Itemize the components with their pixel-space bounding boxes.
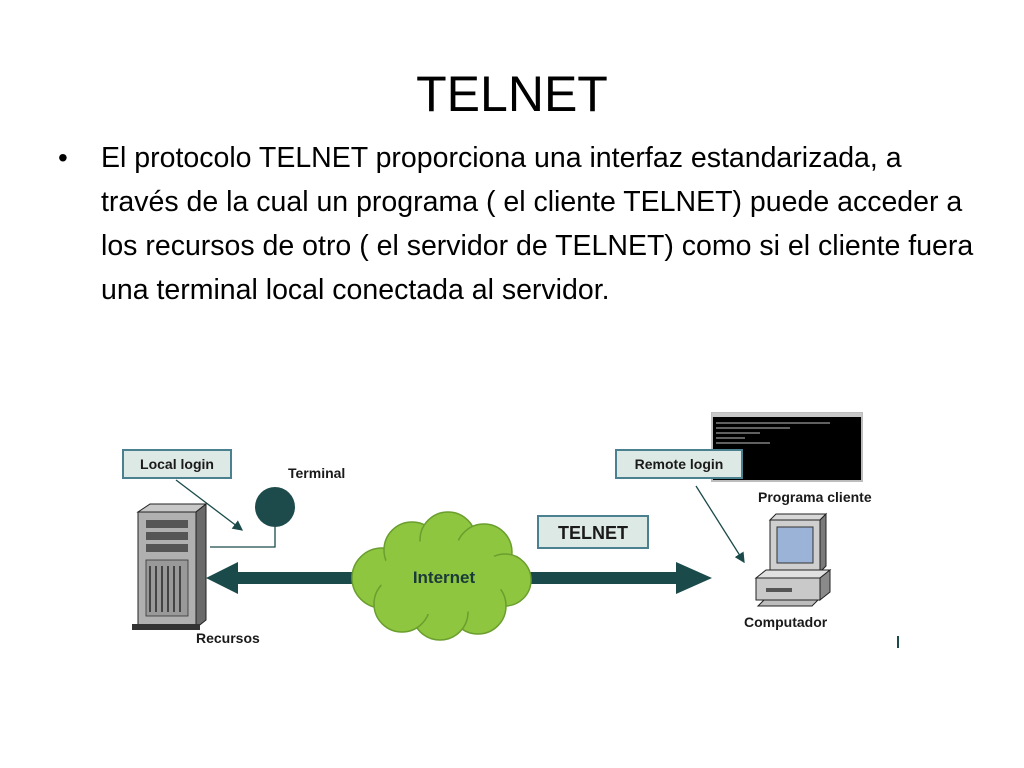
local-login-label: Local login [122,449,232,479]
local-login-text: Local login [140,456,214,472]
terminal-connector [210,527,276,548]
left-arrow [206,562,372,594]
bullet-text: El protocolo TELNET proporciona una inte… [101,142,974,306]
right-arrow [518,562,712,594]
desktop-computer-icon [754,512,832,607]
telnet-label-text: TELNET [558,523,628,543]
local-login-pointer [175,479,244,531]
bullet-item: • El protocolo TELNET proporciona una in… [58,136,978,312]
computador-label: Computador [744,614,828,630]
server-tower-icon [132,502,208,630]
bullet-dot-icon: • [58,142,68,173]
slide-title: TELNET [416,66,608,122]
terminal-node-icon [255,487,295,527]
telnet-diagram: Local login Terminal Recursos [122,412,899,648]
remote-login-text: Remote login [635,456,724,472]
telnet-label-box: TELNET [537,515,649,549]
internet-label: Internet [413,568,476,587]
terminal-label: Terminal [288,465,345,481]
bullet-list: • El protocolo TELNET proporciona una in… [58,136,978,312]
internet-cloud-icon [351,511,532,641]
remote-login-pointer [695,485,745,564]
recursos-label: Recursos [196,630,260,646]
remote-login-label: Remote login [615,449,743,479]
programa-cliente-label: Programa cliente [758,489,872,505]
